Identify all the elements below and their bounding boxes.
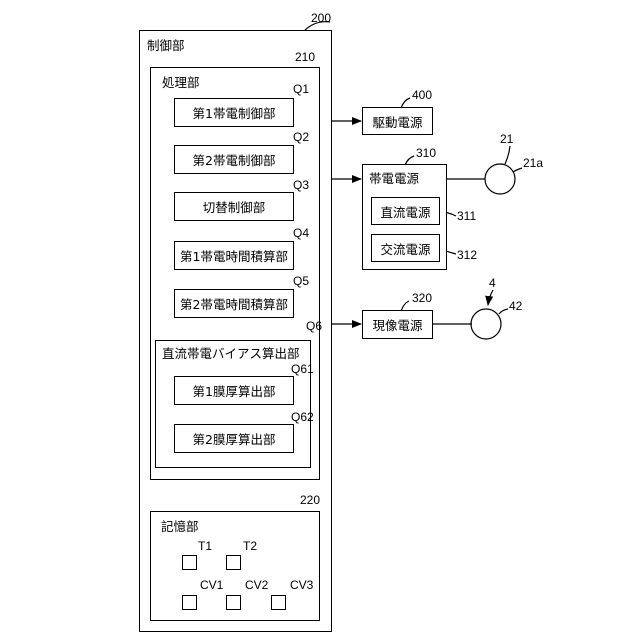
bias-unit-ref: Q6 [306, 319, 322, 333]
q5-ref: Q5 [293, 274, 309, 288]
bias-unit-label: 直流帯電バイアス算出部 [162, 343, 300, 362]
processing-unit-label: 処理部 [162, 72, 200, 91]
ac-power-ref: 312 [457, 248, 477, 262]
q3-ref: Q3 [293, 178, 309, 192]
develop-power-ref: 320 [412, 291, 432, 305]
q61-block: 第1膜厚算出部 [174, 376, 294, 405]
cv1-square [182, 595, 197, 610]
table-t1-square [182, 555, 197, 570]
processing-unit-ref: 210 [295, 50, 315, 64]
q62-block: 第2膜厚算出部 [174, 424, 294, 453]
drive-power-box: 駆動電源 [362, 107, 433, 135]
develop-power-box: 現像電源 [362, 310, 433, 339]
ac-power-box: 交流電源 [371, 234, 440, 262]
cv1-label: CV1 [200, 578, 223, 592]
q2-ref: Q2 [293, 130, 309, 144]
leader-4 [488, 290, 493, 305]
develop-roller-sub-ref: 42 [509, 299, 522, 313]
develop-roller-ref: 4 [489, 276, 496, 290]
charge-roller-ref: 21 [500, 132, 513, 146]
charge-power-ref: 310 [416, 146, 436, 160]
charge-roller-sub-ref: 21a [523, 156, 543, 170]
table-t2-square [226, 555, 241, 570]
dc-power-box: 直流電源 [371, 197, 440, 225]
q61-ref: Q61 [291, 362, 314, 376]
charge-roller-circle [485, 164, 515, 194]
leader-21a [513, 168, 522, 172]
control-unit-ref: 200 [311, 11, 331, 25]
leader-42 [499, 309, 508, 314]
cv2-square [226, 595, 241, 610]
cv2-label: CV2 [245, 578, 268, 592]
q5-block: 第2帯電時間積算部 [174, 289, 294, 318]
table-t1-label: T1 [198, 539, 212, 553]
drive-power-ref: 400 [412, 88, 432, 102]
q1-ref: Q1 [293, 82, 309, 96]
table-t2-label: T2 [243, 539, 257, 553]
q1-block: 第1帯電制御部 [174, 98, 294, 127]
q4-ref: Q4 [293, 226, 309, 240]
cv3-square [271, 595, 286, 610]
dc-power-ref: 311 [457, 209, 476, 223]
q4-block: 第1帯電時間積算部 [174, 241, 294, 270]
storage-unit-ref: 220 [300, 493, 320, 507]
cv3-label: CV3 [290, 578, 313, 592]
q62-ref: Q62 [291, 410, 314, 424]
charge-power-label: 帯電電源 [369, 168, 419, 187]
leader-21 [505, 146, 510, 164]
control-unit-label: 制御部 [147, 35, 185, 54]
storage-unit-label: 記憶部 [161, 516, 199, 535]
q3-block: 切替制御部 [174, 192, 294, 221]
q2-block: 第2帯電制御部 [174, 145, 294, 174]
develop-roller-circle [471, 309, 501, 339]
